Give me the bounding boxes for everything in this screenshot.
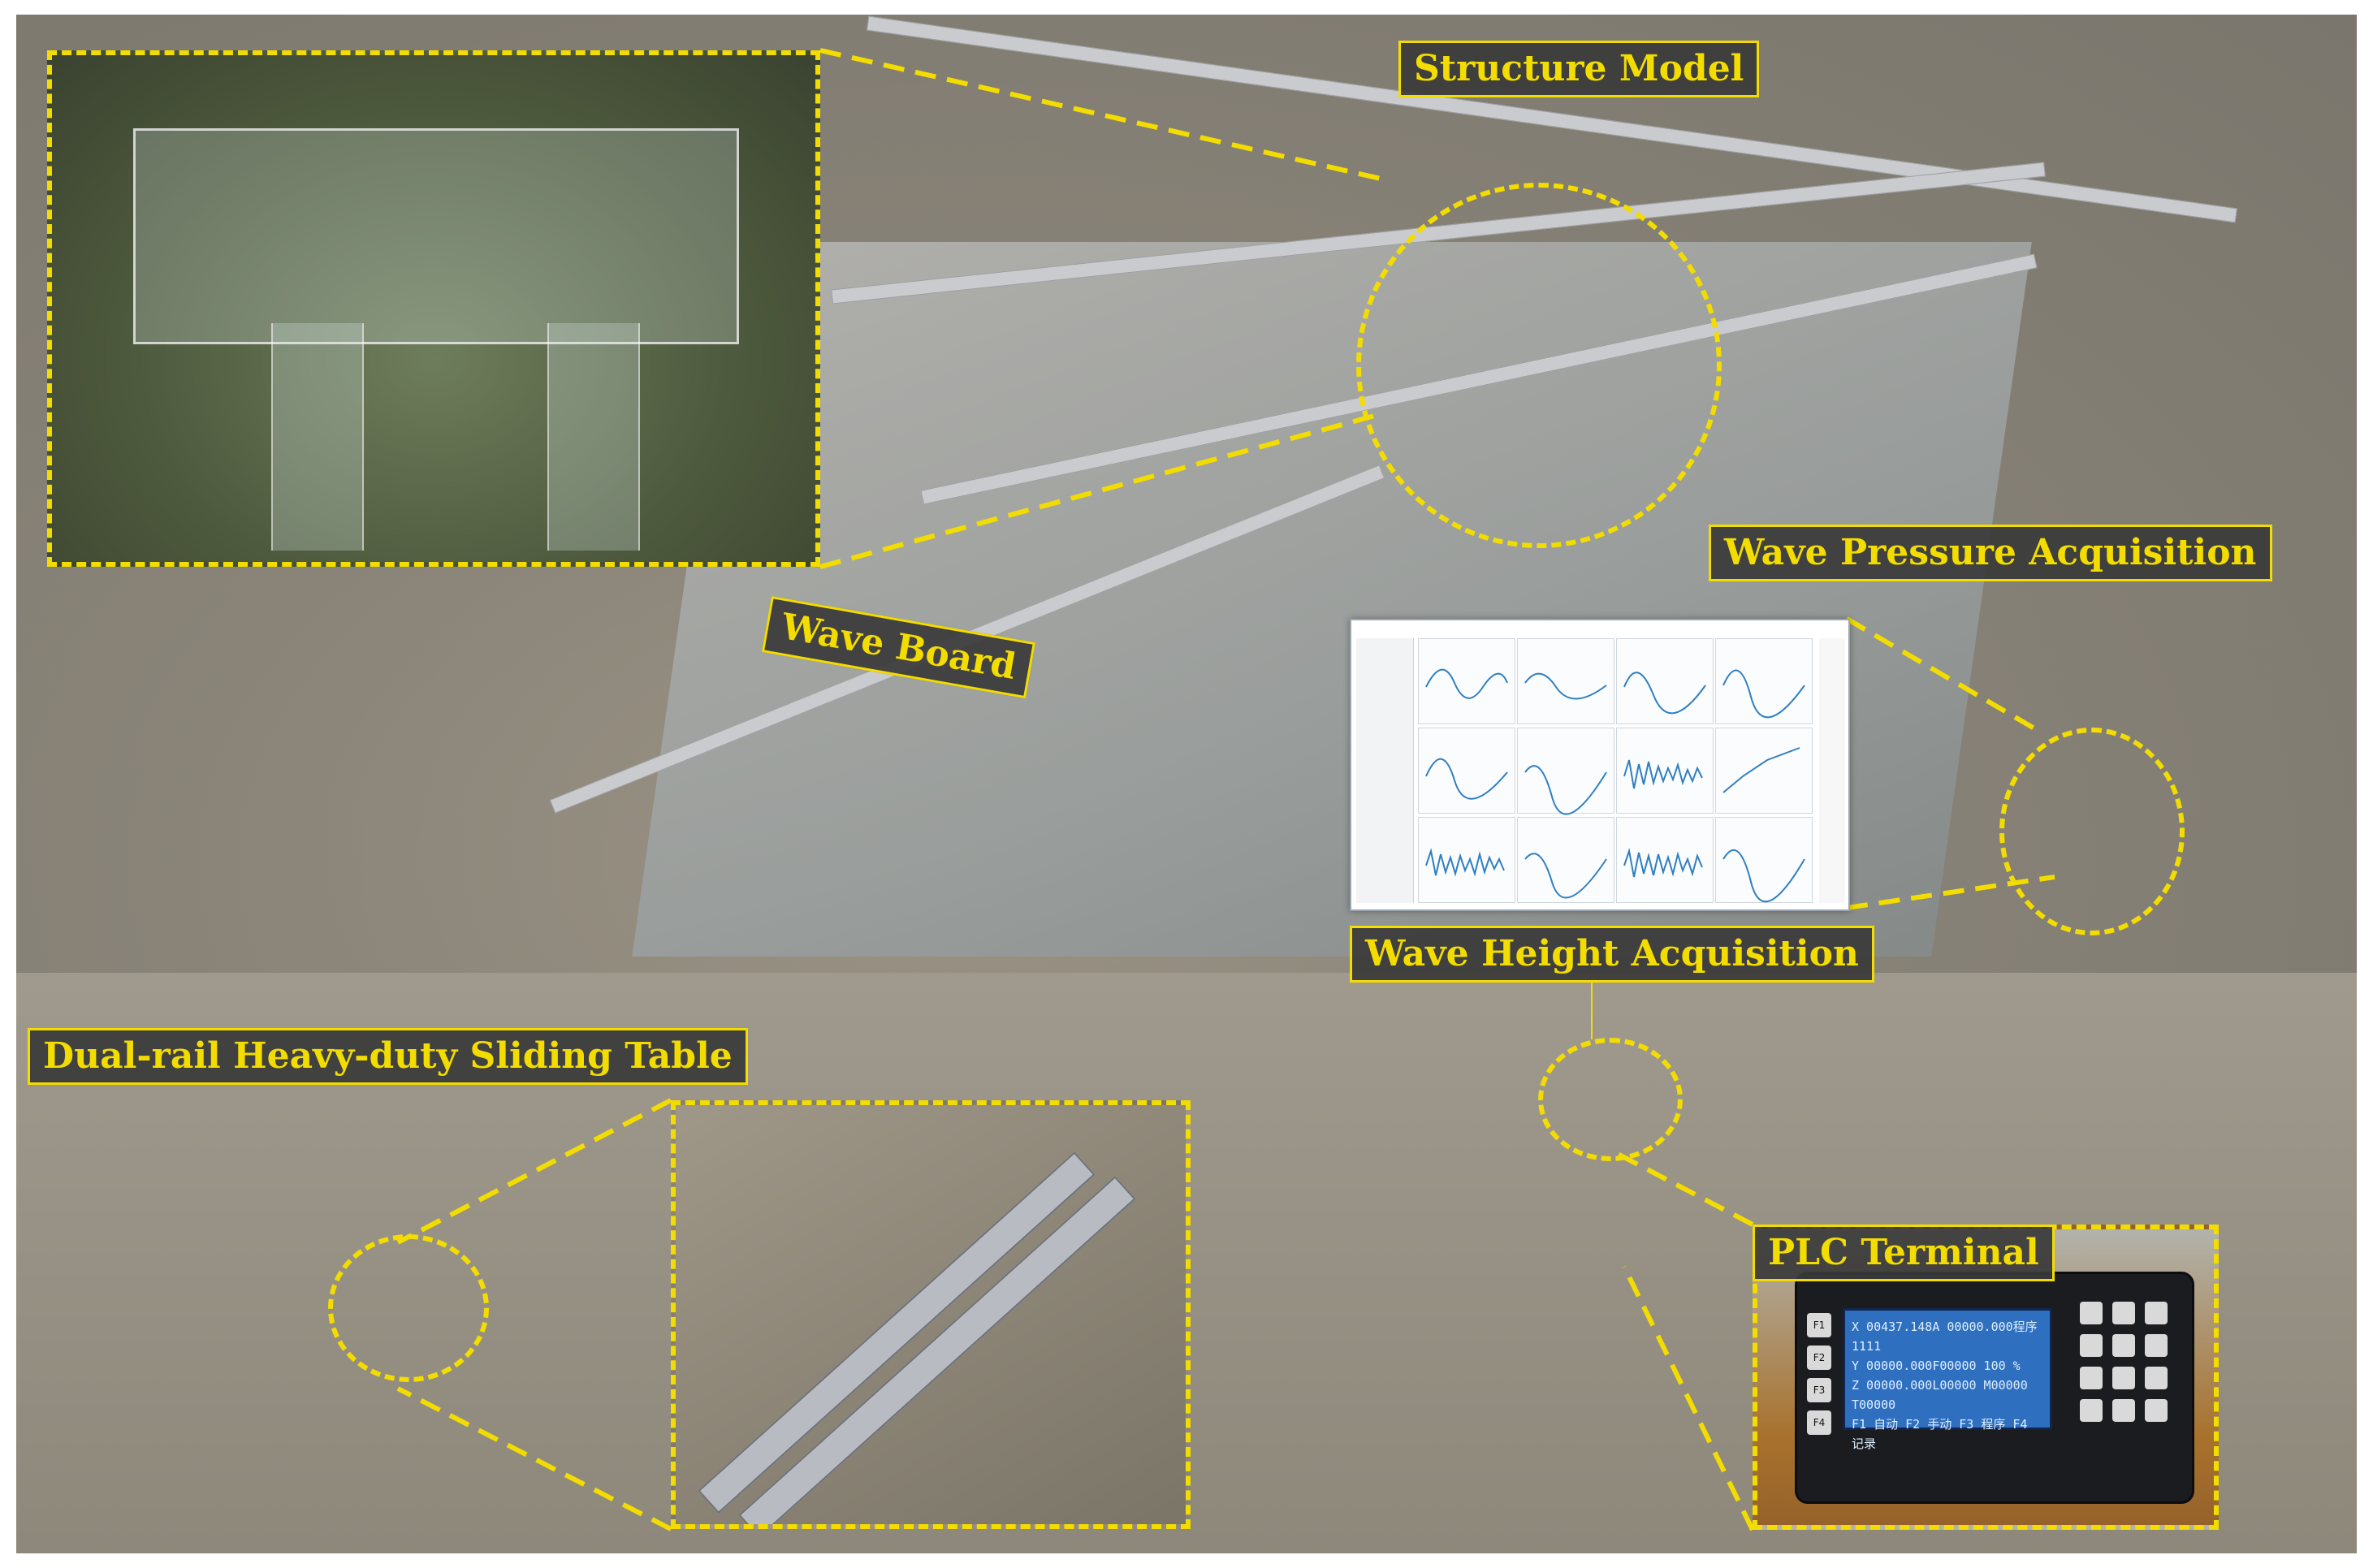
plc-key-f4: F4 — [1807, 1410, 1831, 1435]
chart-panel — [1715, 817, 1813, 903]
label-wave-pressure-acquisition: Wave Pressure Acquisition — [1709, 525, 2272, 581]
chart-panel — [1517, 817, 1614, 903]
acquisition-software-screenshot — [1350, 619, 1850, 911]
slide-rail — [698, 1151, 1096, 1514]
plc-line-4: F1 自动 F2 手动 F3 程序 F4 记录 — [1852, 1417, 2028, 1451]
acrylic-box — [133, 128, 739, 344]
plc-line-3: Z 00000.000L00000 M00000 T00000 — [1852, 1378, 2028, 1412]
chart-panel — [1418, 728, 1515, 814]
chart-panel — [1616, 817, 1714, 903]
chart-panel — [1616, 638, 1714, 724]
chart-panel — [1418, 638, 1515, 724]
plc-key-f1: F1 — [1807, 1313, 1831, 1337]
plc-keypad — [2080, 1302, 2177, 1448]
software-sidebar — [1356, 638, 1414, 903]
slide-rail — [738, 1176, 1136, 1524]
sliding-table-circle — [328, 1234, 489, 1382]
chart-panel — [1517, 638, 1614, 724]
chart-panel — [1517, 728, 1614, 814]
plc-device: F1 F2 F3 F4 X 00437.148A 00000.000程序1111… — [1795, 1272, 2194, 1504]
structure-model-inset — [47, 50, 820, 567]
label-sliding-table: Dual-rail Heavy-duty Sliding Table — [28, 1028, 748, 1085]
pile-left — [271, 323, 364, 551]
plc-line-2: Y 00000.000F00000 100 % — [1852, 1359, 2021, 1373]
software-side-panel — [1819, 638, 1845, 903]
pile-right — [547, 323, 640, 551]
chart-panel — [1715, 638, 1813, 724]
plc-key-f2: F2 — [1807, 1346, 1831, 1370]
label-plc-terminal: PLC Terminal — [1753, 1225, 2055, 1281]
plc-line-1: X 00437.148A 00000.000程序1111 — [1852, 1320, 2038, 1354]
software-chart-grid — [1418, 638, 1816, 903]
chart-panel — [1616, 728, 1714, 814]
wave-pressure-circle — [1999, 728, 2185, 935]
label-structure-model: Structure Model — [1398, 41, 1760, 97]
plc-key-f3: F3 — [1807, 1378, 1831, 1402]
label-wave-height-acquisition: Wave Height Acquisition — [1350, 926, 1874, 983]
structure-model-circle — [1356, 183, 1722, 548]
waveform-traces — [1425, 668, 1805, 903]
plc-display: X 00437.148A 00000.000程序1111 Y 00000.000… — [1843, 1308, 2052, 1451]
sliding-table-inset — [671, 1100, 1191, 1529]
chart-panel — [1715, 728, 1813, 814]
wave-height-circle — [1538, 1038, 1683, 1161]
